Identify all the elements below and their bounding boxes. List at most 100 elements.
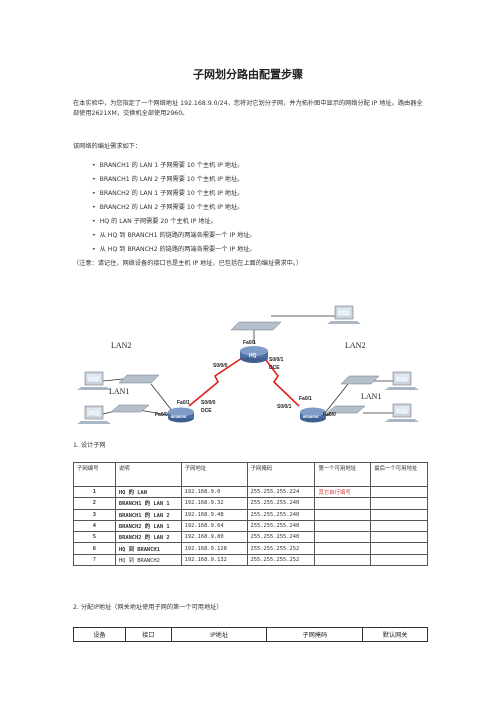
lan1-right-label: LAN1: [361, 392, 381, 401]
branch1-s000-label: S0/0/0: [201, 400, 216, 406]
subnet-description: BRANCH1 的 LAN 1: [114, 497, 182, 510]
subnet-mask: 255.255.255.252: [246, 542, 316, 555]
branch2-s001-label: S0/0/1: [277, 404, 292, 410]
lan1-left-link: [138, 409, 174, 417]
subnet-address: 192.168.9.32: [180, 497, 248, 510]
page-title: 子网划分路由配置步骤: [193, 68, 303, 81]
subnet-mask: 255.255.255.224: [246, 485, 316, 499]
requirements-heading: 该网络的编址需求如下：: [73, 143, 142, 150]
branch2-fa01-label: Fa0/1: [299, 396, 312, 402]
intro-paragraph: 在本实验中，为您指定了一个网络地址 192.168.9.0/24，您将对它划分子…: [73, 100, 423, 117]
requirement-item: BRANCH1 的 LAN 2 子网需要 10 个主机 IP 地址。: [92, 174, 244, 183]
subnet-number: 1: [73, 485, 116, 499]
first-usable-address: [314, 519, 372, 533]
switch-icon: [340, 375, 380, 385]
pc3-label: PC3: [89, 411, 99, 417]
network-topology-diagram: PC1 PC2 PC3 PC4 PC5 HQ BRANCH1 BRANCH2 F…: [77, 305, 419, 424]
hq-s001-label: S0/0/1: [269, 357, 284, 363]
subnet-design-table: 子网编号 说明 子网地址 子网掩码 第一个可用地址 最后一个可用地址 1 HQ …: [73, 462, 428, 567]
subnet-description: HQ 到 BRANCH2: [114, 553, 182, 567]
lan2-right-link: [324, 383, 349, 414]
subnet-number: 3: [73, 508, 116, 521]
branch2-label: BRANCH2: [303, 415, 319, 419]
column-header: 说明: [114, 462, 182, 487]
subnet-mask: 255.255.255.240: [246, 497, 316, 510]
router-icon: [300, 407, 326, 423]
switch-icon: [326, 405, 366, 414]
subnet-description: BRANCH2 的 LAN 2: [114, 531, 182, 544]
first-usable-address: [314, 542, 372, 555]
table-row: 1 HQ 的 LAN 192.168.9.0 255.255.255.224 其…: [73, 485, 428, 499]
subnet-address: 192.168.9.128: [180, 542, 248, 555]
requirement-item: BRANCH1 的 LAN 1 子网需要 10 个主机 IP 地址。: [92, 160, 244, 169]
topology-links: [102, 315, 393, 417]
branch1-label: BRANCH1: [171, 415, 187, 419]
lan2-left-link: [150, 383, 174, 413]
subnet-description: BRANCH2 的 LAN 1: [114, 519, 182, 533]
subnet-number: 5: [73, 531, 116, 544]
requirement-item: HQ 的 LAN 子网需要 20 个主机 IP 地址。: [92, 216, 217, 225]
column-header: 默认网关: [362, 627, 428, 642]
subnet-address: 192.168.9.132: [180, 553, 248, 567]
table-header-row: 设备 接口 IP地址 子网掩码 默认网关: [73, 627, 428, 642]
subnet-address: 192.168.9.0: [180, 485, 248, 499]
hq-dce-label: DCE: [269, 365, 280, 371]
column-header: 子网地址: [180, 462, 248, 487]
lan1-left-label: LAN1: [109, 387, 129, 396]
pc5-label: PC5: [397, 409, 407, 415]
requirement-item: 从 HQ 到 BRANCH2 的链路的两端各需要一个 IP 地址。: [92, 244, 256, 253]
subnet-number: 7: [73, 553, 116, 567]
first-usable-address: [314, 531, 372, 544]
section-assign-ip: 2. 分配IP地址（网关地址使用子网的第一个可用地址）: [73, 604, 223, 611]
lan2-right-label: LAN2: [345, 341, 365, 350]
last-usable-address: [370, 519, 428, 533]
last-usable-address: [370, 508, 428, 521]
hq-label: HQ: [249, 353, 257, 359]
column-header: 子网编号: [73, 462, 116, 487]
subnet-number: 6: [73, 542, 116, 555]
subnet-description: HQ 到 BRANCH1: [114, 542, 182, 555]
subnet-number: 2: [73, 497, 116, 510]
pc-icon: [77, 371, 111, 390]
pc4-label: PC4: [397, 377, 407, 383]
first-usable-address: 其它自行填写: [314, 485, 372, 499]
requirement-item: 从 HQ 到 BRANCH1 的链路的两端各需要一个 IP 地址。: [92, 230, 256, 239]
pc2-label: PC2: [89, 377, 99, 383]
column-header: IP地址: [170, 627, 268, 642]
column-header: 子网掩码: [266, 627, 364, 642]
subnet-mask: 255.255.255.240: [246, 508, 316, 521]
subnet-description: HQ 的 LAN: [114, 485, 182, 499]
branch2-fa00-label: Fa0/0: [323, 412, 336, 418]
branch1-fa01-label: Fa0/1: [177, 400, 190, 406]
table-row: 7 HQ 到 BRANCH2 192.168.9.132 255.255.255…: [73, 553, 428, 567]
serial-link-hq-branch1: [188, 355, 246, 407]
subnet-mask: 255.255.255.252: [246, 553, 316, 567]
column-header: 最后一个可用地址: [370, 462, 428, 487]
pc-icon: [327, 305, 361, 324]
switch-icon: [230, 321, 282, 331]
subnet-description: BRANCH1 的 LAN 2: [114, 508, 182, 521]
ip-assignment-table: 设备 接口 IP地址 子网掩码 默认网关: [73, 627, 428, 642]
last-usable-address: [370, 497, 428, 510]
first-usable-address: [314, 553, 372, 567]
last-usable-address: [370, 531, 428, 544]
serial-link-hq-branch2: [262, 355, 300, 407]
subnet-address: 192.168.9.64: [180, 519, 248, 533]
last-usable-address: [370, 485, 428, 499]
pc-icon: [385, 403, 419, 422]
column-header: 接口: [124, 627, 172, 642]
lan2-left-label: LAN2: [111, 341, 131, 350]
table-header-row: 子网编号 说明 子网地址 子网掩码 第一个可用地址 最后一个可用地址: [73, 462, 428, 487]
switch-icon: [118, 374, 160, 384]
branch1-dce-label: DCE: [201, 408, 212, 414]
hq-fa01-label: Fa0/1: [243, 340, 256, 346]
column-header: 设备: [73, 627, 126, 642]
last-usable-address: [370, 553, 428, 567]
switch-icon: [110, 404, 150, 413]
column-header: 子网掩码: [246, 462, 316, 487]
pc-icon: [385, 371, 419, 390]
table-row: 4 BRANCH2 的 LAN 1 192.168.9.64 255.255.2…: [73, 519, 428, 533]
subnet-number: 4: [73, 519, 116, 533]
subnet-mask: 255.255.255.240: [246, 519, 316, 533]
last-usable-address: [370, 542, 428, 555]
